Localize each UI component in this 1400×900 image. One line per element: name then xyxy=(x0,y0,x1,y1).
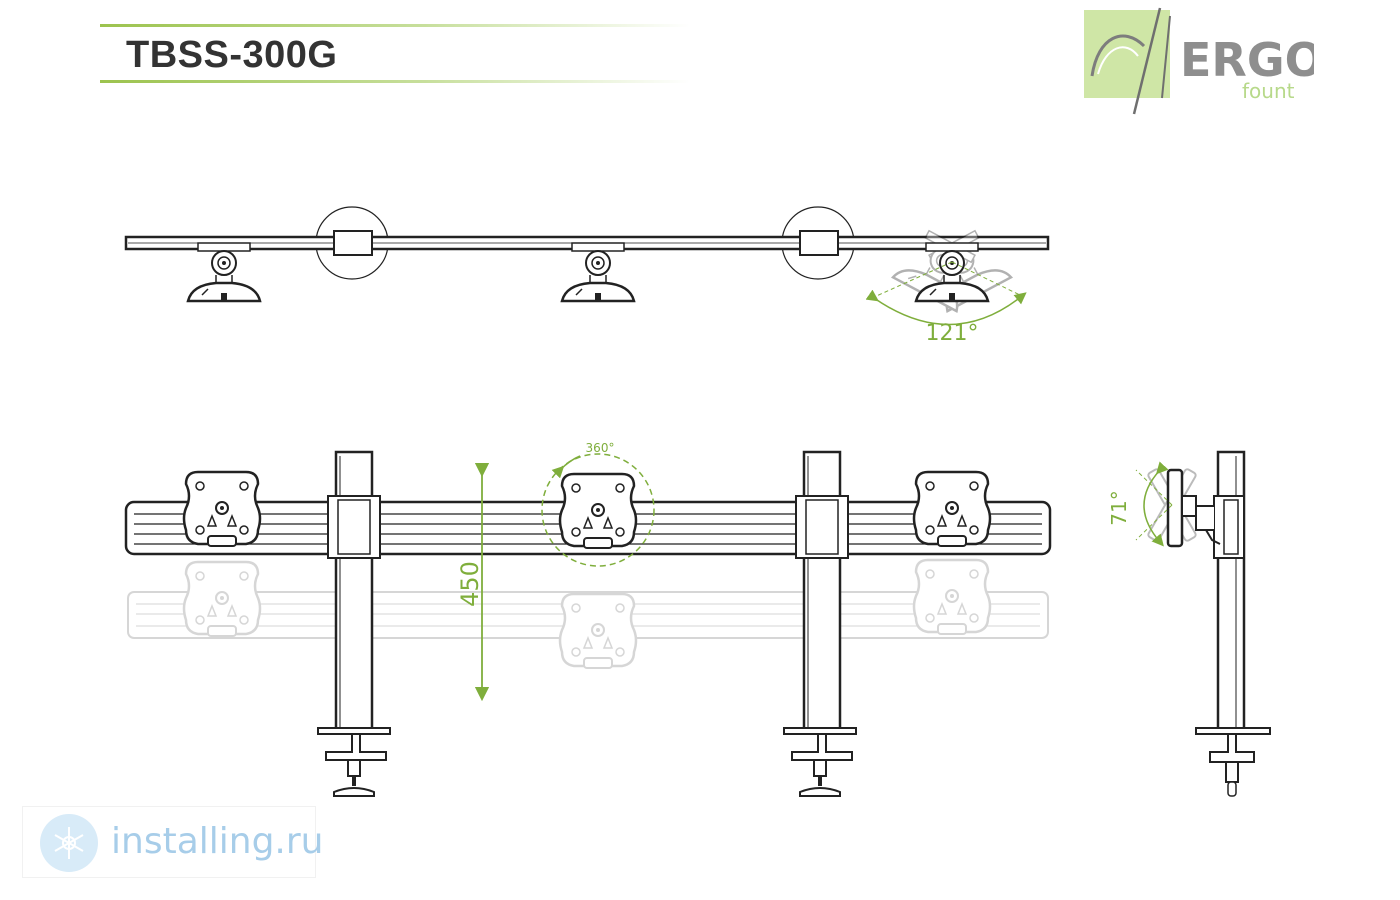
pole-clamp-left xyxy=(333,230,373,256)
rotation-angle-label: 360° xyxy=(586,441,615,455)
swivel-arc xyxy=(865,289,1027,326)
height-dimension-label: 450 xyxy=(456,561,484,607)
desk-clamp-left xyxy=(317,727,391,797)
snowflake-globe-icon xyxy=(40,814,98,872)
front-view: 360° 450 xyxy=(124,441,1052,797)
tilt-angle-label: 71° xyxy=(1107,490,1131,525)
vesa-plate-center xyxy=(558,472,638,550)
title-rule-bottom xyxy=(100,80,690,83)
pole-clamp-right xyxy=(799,230,839,256)
top-mount-left xyxy=(186,241,262,303)
lowered-ghost xyxy=(127,558,1049,670)
side-vesa-plate xyxy=(1166,468,1184,548)
watermark: installing.ru xyxy=(22,806,323,878)
top-mount-center xyxy=(560,241,636,303)
desk-clamp-right xyxy=(783,727,857,797)
rotation-circle xyxy=(541,453,655,567)
side-pole xyxy=(1216,450,1246,732)
product-title: TBSS-300G xyxy=(126,34,338,76)
vesa-plate-right xyxy=(912,470,992,548)
logo-sub: fount xyxy=(1242,79,1295,103)
pole-left xyxy=(334,450,374,732)
watermark-text: installing.ru xyxy=(111,821,324,862)
pole-right xyxy=(802,450,842,732)
ergofount-logo: ERGO fount xyxy=(1084,7,1314,115)
vesa-plate-left xyxy=(182,470,262,548)
title-rule-top xyxy=(100,24,690,27)
tilt-arc xyxy=(1143,461,1169,547)
side-view: 71° xyxy=(1107,450,1271,797)
logo-name: ERGO xyxy=(1180,33,1314,87)
swivel-angle-label: 121° xyxy=(926,321,979,346)
top-view: 121° xyxy=(124,206,1050,346)
